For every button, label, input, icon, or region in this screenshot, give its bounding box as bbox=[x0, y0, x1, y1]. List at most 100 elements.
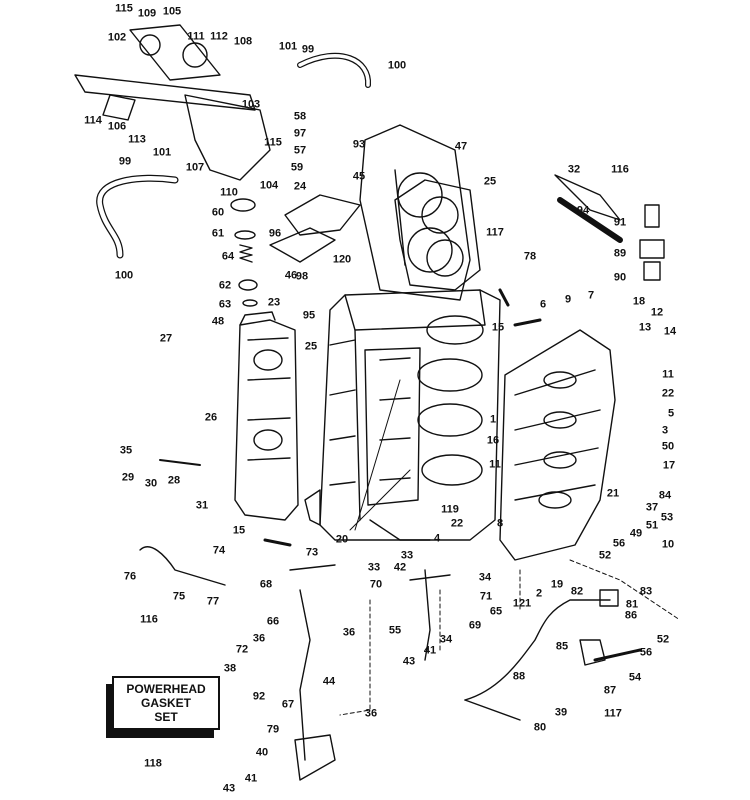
callout-117: 117 bbox=[604, 707, 622, 720]
head-cover-gasket bbox=[394, 179, 481, 291]
callout-103: 103 bbox=[241, 98, 261, 111]
callout-95: 95 bbox=[302, 309, 316, 322]
crankcase-half bbox=[499, 329, 616, 561]
callout-61: 61 bbox=[211, 227, 225, 240]
callout-52: 52 bbox=[656, 633, 670, 646]
callout-120: 120 bbox=[332, 253, 352, 266]
callout-67: 67 bbox=[281, 698, 295, 711]
callout-86: 86 bbox=[624, 609, 638, 622]
callout-80: 80 bbox=[533, 721, 547, 734]
callout-34: 34 bbox=[478, 571, 492, 584]
callout-108: 108 bbox=[233, 35, 253, 48]
callout-106: 106 bbox=[107, 120, 127, 133]
callout-99: 99 bbox=[301, 43, 315, 56]
callout-40: 40 bbox=[255, 746, 269, 759]
head-gasket bbox=[359, 124, 471, 301]
callout-84: 84 bbox=[658, 489, 672, 502]
callout-50: 50 bbox=[661, 440, 675, 453]
thermostat-stack bbox=[230, 198, 258, 307]
callout-105: 105 bbox=[162, 5, 182, 18]
callout-33: 33 bbox=[400, 549, 414, 562]
callout-11: 11 bbox=[489, 458, 501, 471]
callout-30: 30 bbox=[144, 477, 158, 490]
callout-1: 1 bbox=[489, 413, 497, 426]
callout-22: 22 bbox=[450, 517, 464, 530]
callout-7: 7 bbox=[587, 289, 595, 302]
callout-89: 89 bbox=[613, 247, 627, 260]
callout-83: 83 bbox=[639, 585, 653, 598]
callout-17: 17 bbox=[662, 459, 676, 472]
callout-3: 3 bbox=[661, 424, 669, 437]
callout-26: 26 bbox=[204, 411, 218, 424]
callout-111: 111 bbox=[187, 30, 205, 43]
callout-64: 64 bbox=[221, 250, 235, 263]
callout-36: 36 bbox=[252, 632, 266, 645]
callout-25: 25 bbox=[304, 340, 318, 353]
callout-107: 107 bbox=[185, 161, 205, 174]
callout-18: 18 bbox=[632, 295, 646, 308]
callout-119: 119 bbox=[441, 503, 459, 516]
callout-94: 94 bbox=[576, 204, 590, 217]
callout-71: 71 bbox=[479, 590, 493, 603]
callout-88: 88 bbox=[512, 670, 526, 683]
callout-68: 68 bbox=[259, 578, 273, 591]
callout-51: 51 bbox=[645, 519, 659, 532]
throttle-linkage bbox=[139, 546, 451, 781]
callout-16: 16 bbox=[486, 434, 500, 447]
gasket-set-label: POWERHEAD GASKET SET bbox=[126, 682, 206, 724]
callout-11: 11 bbox=[662, 368, 674, 381]
callout-34: 34 bbox=[439, 633, 453, 646]
callout-96: 96 bbox=[268, 227, 282, 240]
callout-23: 23 bbox=[267, 296, 281, 309]
callout-79: 79 bbox=[266, 723, 280, 736]
callout-56: 56 bbox=[612, 537, 626, 550]
callout-38: 38 bbox=[223, 662, 237, 675]
callout-41: 41 bbox=[423, 644, 437, 657]
callout-110: 110 bbox=[220, 186, 238, 199]
callout-48: 48 bbox=[211, 315, 225, 328]
callout-60: 60 bbox=[211, 206, 225, 219]
callout-31: 31 bbox=[195, 499, 209, 512]
callout-49: 49 bbox=[629, 527, 643, 540]
callout-115: 115 bbox=[115, 2, 133, 15]
callout-62: 62 bbox=[218, 279, 232, 292]
callout-114: 114 bbox=[84, 114, 102, 127]
callout-116: 116 bbox=[140, 613, 158, 626]
callout-2: 2 bbox=[535, 587, 543, 600]
callout-116: 116 bbox=[611, 163, 629, 176]
callout-101: 101 bbox=[152, 146, 172, 159]
callout-4: 4 bbox=[433, 532, 441, 545]
callout-6: 6 bbox=[539, 298, 547, 311]
callout-36: 36 bbox=[342, 626, 356, 639]
thermostat-housing bbox=[74, 24, 271, 181]
callout-9: 9 bbox=[564, 293, 572, 306]
callout-112: 112 bbox=[210, 30, 228, 43]
callout-41: 41 bbox=[244, 772, 258, 785]
bypass-cover bbox=[269, 194, 361, 263]
callout-78: 78 bbox=[523, 250, 537, 263]
callout-118: 118 bbox=[144, 757, 162, 770]
callout-20: 20 bbox=[335, 533, 349, 546]
callout-58: 58 bbox=[293, 110, 307, 123]
callout-76: 76 bbox=[123, 570, 137, 583]
callout-81: 81 bbox=[625, 598, 639, 611]
callout-90: 90 bbox=[613, 271, 627, 284]
callout-82: 82 bbox=[570, 585, 584, 598]
callout-100: 100 bbox=[114, 269, 134, 282]
callout-75: 75 bbox=[172, 590, 186, 603]
callout-47: 47 bbox=[454, 140, 468, 153]
fuel-lines bbox=[464, 589, 642, 721]
callout-36: 36 bbox=[364, 707, 378, 720]
callout-115: 115 bbox=[264, 136, 282, 149]
callout-21: 21 bbox=[606, 487, 620, 500]
callout-25: 25 bbox=[483, 175, 497, 188]
callout-8: 8 bbox=[496, 517, 504, 530]
callout-15: 15 bbox=[232, 524, 246, 537]
callout-53: 53 bbox=[660, 511, 674, 524]
callout-19: 19 bbox=[550, 578, 564, 591]
callout-85: 85 bbox=[555, 640, 569, 653]
callout-12: 12 bbox=[650, 306, 664, 319]
callout-59: 59 bbox=[290, 161, 304, 174]
callout-33: 33 bbox=[367, 561, 381, 574]
